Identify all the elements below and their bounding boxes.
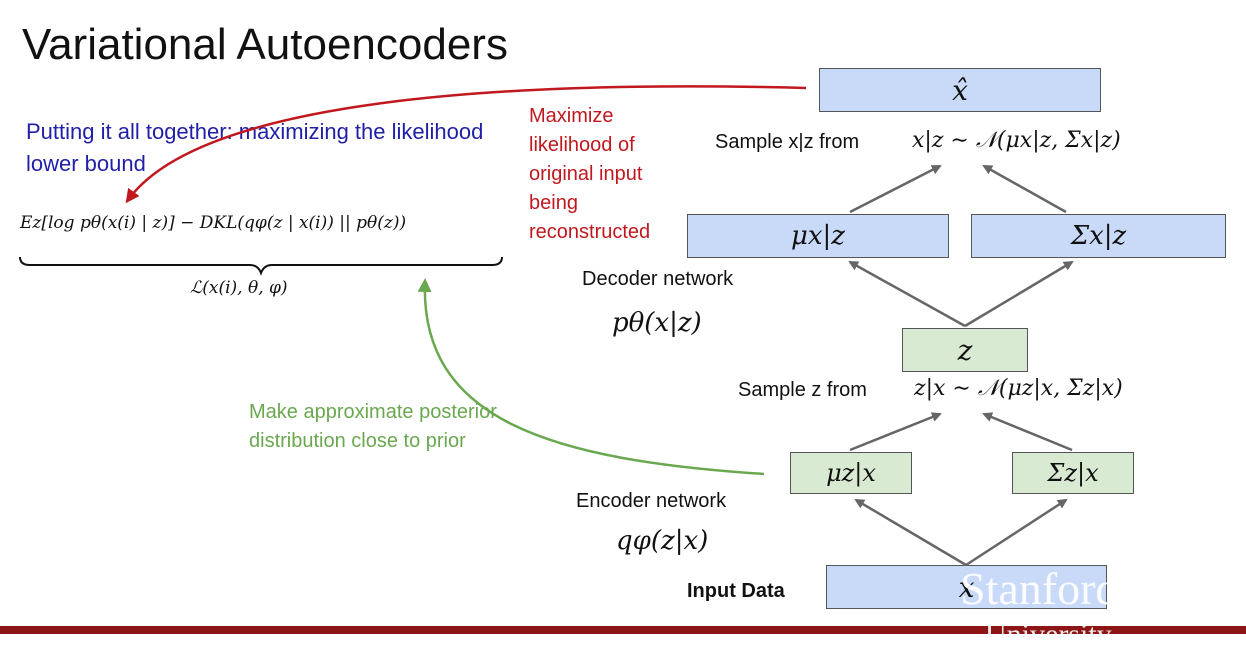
sample-z-expression: z|x ∼ 𝒩(μz|x, Σz|x): [914, 376, 1123, 401]
reconstruction-arrow: [125, 85, 807, 204]
sigma-xz-box: Σx|z: [971, 214, 1226, 258]
sample-z-label: Sample z from: [738, 379, 867, 401]
sigma-zx-label: Σz|x: [1047, 459, 1099, 487]
elbo-formula: Ez[log pθ(x(i) | z)] − DKL(qφ(z | x(i)) …: [20, 213, 407, 233]
kl-arrow: [417, 278, 765, 476]
x-hat-label: x̂: [952, 73, 968, 107]
footer-bar: [0, 626, 1246, 634]
arrow-mu-zx-to-z: [849, 412, 942, 452]
arrow-input-to-sigma-zx: [965, 498, 1068, 567]
z-label: z: [957, 333, 973, 367]
decoder-network-label: Decoder network: [582, 268, 734, 290]
sigma-xz-label: Σx|z: [1070, 221, 1127, 251]
arrow-z-to-sigma-xz: [964, 260, 1074, 328]
mu-zx-box: μz|x: [790, 452, 912, 494]
prior-annotation: Make approximate posterior distribution …: [249, 401, 497, 452]
sample-xz-label: Sample x|z from: [715, 131, 860, 153]
formula-underbrace: [19, 256, 503, 276]
mu-zx-label: μz|x: [826, 459, 876, 487]
sample-xz-expression: x|z ∼ 𝒩(μx|z, Σx|z): [912, 128, 1121, 153]
arrow-z-to-mu-xz: [848, 260, 966, 328]
reconstruction-annotation: Maximize likelihood of original input be…: [529, 105, 651, 243]
mu-xz-label: μx|z: [790, 221, 846, 251]
arrow-sigma-zx-to-z: [982, 412, 1073, 452]
stanford-watermark: Stanford: [960, 563, 1119, 614]
arrow-input-to-mu-zx: [854, 498, 967, 567]
decoder-expression: pθ(x|z): [612, 308, 702, 338]
objective-description: Putting it all together: maximizing the …: [26, 119, 484, 176]
x-hat-box: x̂: [819, 68, 1101, 112]
encoder-expression: qφ(z|x): [616, 526, 709, 556]
lower-bound-label: ℒ(x(i), θ, φ): [190, 278, 288, 298]
university-watermark: University: [985, 618, 1112, 651]
z-box: z: [902, 328, 1028, 372]
sigma-zx-box: Σz|x: [1012, 452, 1134, 494]
input-data-label: Input Data: [687, 580, 785, 602]
diagram-arrows: [19, 85, 1074, 567]
arrow-sigma-xz-to-x-hat: [982, 164, 1067, 214]
slide-title: Variational Autoencoders: [22, 20, 508, 69]
input-x-label: x: [958, 570, 975, 604]
encoder-network-label: Encoder network: [576, 490, 727, 512]
arrow-mu-xz-to-x-hat: [849, 164, 942, 214]
mu-xz-box: μx|z: [687, 214, 949, 258]
